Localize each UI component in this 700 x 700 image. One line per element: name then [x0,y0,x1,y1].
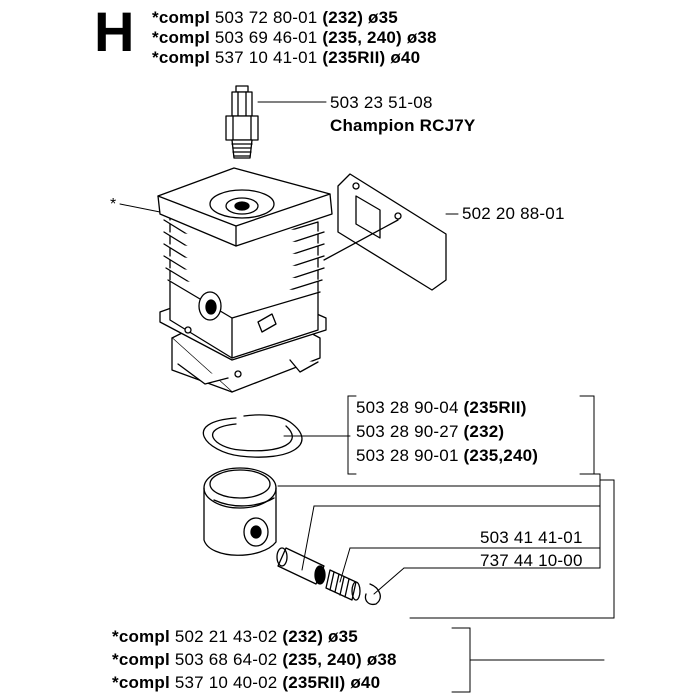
header-part-number: 537 10 41-01 [214,48,318,67]
ring-line-2: 503 28 90-27 (232) [356,422,504,442]
footer-models: (235RII) [282,673,346,692]
piston-ring [202,414,303,458]
ring-line-3: 503 28 90-01 (235,240) [356,446,538,466]
spark-plug-name: Champion RCJ7Y [330,116,476,135]
header-part-number: 503 69 46-01 [214,28,318,47]
header-diameter: ø38 [406,28,437,47]
spark-plug [225,85,259,159]
gasket-plate [323,173,447,291]
header-line-1: *compl 503 72 80-01 (232) ø35 [152,8,398,28]
footer-prefix: *compl [112,673,170,692]
spark-plug-number: 503 23 51-08 [330,93,433,112]
footer-prefix: *compl [112,650,170,669]
bearing-number: 503 41 41-01 [480,528,583,547]
ring-models: (232) [463,422,505,441]
piston-pin [276,547,326,585]
header-diameter: ø35 [368,8,398,27]
needle-bearing [325,569,361,601]
header-models: (232) [322,8,364,27]
cylinder [157,167,333,393]
header-diameter: ø40 [390,48,421,67]
footer-part-number: 502 21 43-02 [174,627,278,646]
ring-line-1: 503 28 90-04 (235RII) [356,398,527,418]
circlip [364,583,381,606]
circlip-number: 737 44 10-00 [480,551,583,570]
ring-part-number: 503 28 90-27 [356,422,459,441]
footer-models: (235, 240) [282,650,362,669]
footer-line-3: *compl 537 10 40-02 (235RII) ø40 [112,673,380,693]
cylinder-asterisk: * [110,196,117,213]
footer-line-2: *compl 503 68 64-02 (235, 240) ø38 [112,650,397,670]
footer-models: (232) [282,627,324,646]
header-part-number: 503 72 80-01 [214,8,318,27]
footer-line-1: *compl 502 21 43-02 (232) ø35 [112,627,358,647]
section-letter: H [94,0,135,63]
footer-part-number: 537 10 40-02 [174,673,278,692]
header-line-3: *compl 537 10 41-01 (235RII) ø40 [152,48,420,68]
ring-part-number: 503 28 90-01 [356,446,459,465]
gasket-number: 502 20 88-01 [462,204,565,223]
header-prefix: *compl [152,8,210,27]
footer-prefix: *compl [112,627,170,646]
header-prefix: *compl [152,28,210,47]
header-line-2: *compl 503 69 46-01 (235, 240) ø38 [152,28,437,48]
ring-part-number: 503 28 90-04 [356,398,459,417]
header-models: (235RII) [322,48,386,67]
footer-part-number: 503 68 64-02 [174,650,278,669]
ring-models: (235,240) [463,446,539,465]
header-prefix: *compl [152,48,210,67]
ring-models: (235RII) [463,398,527,417]
piston [203,467,277,556]
header-models: (235, 240) [322,28,402,47]
leader-lines [119,101,615,693]
footer-diameter: ø35 [328,627,358,646]
footer-diameter: ø38 [366,650,397,669]
footer-diameter: ø40 [350,673,381,692]
